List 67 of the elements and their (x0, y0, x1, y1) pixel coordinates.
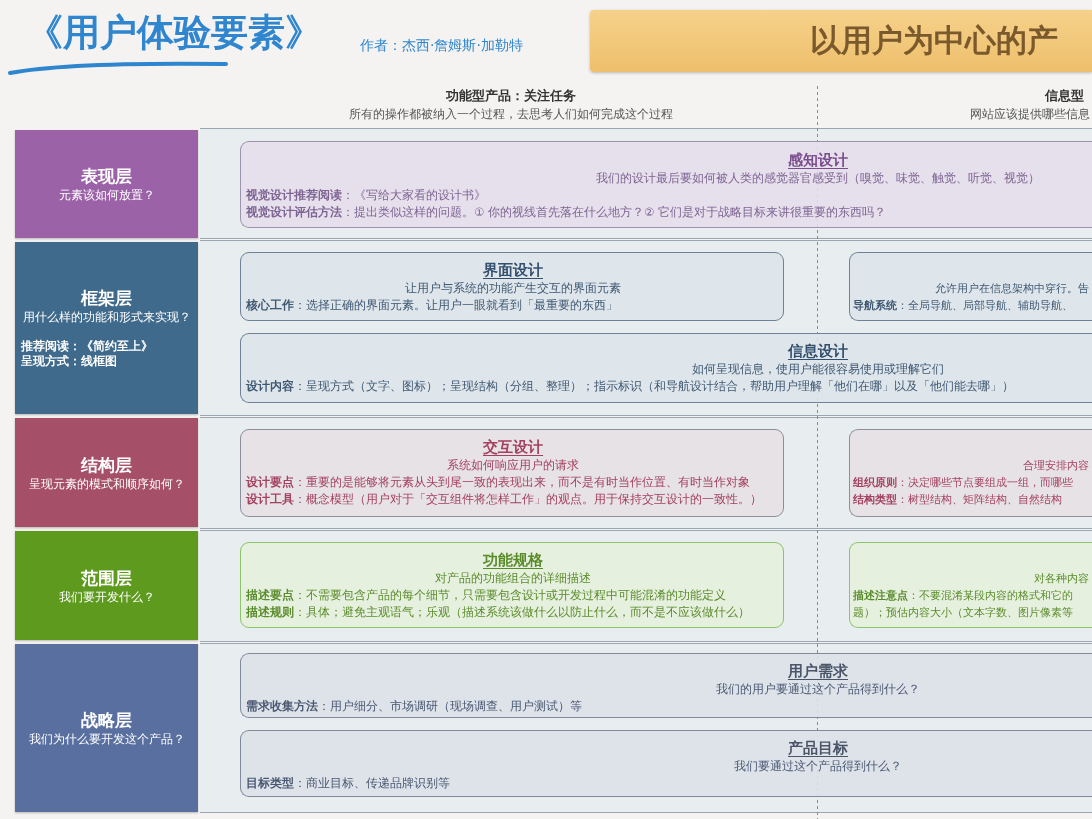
card-subtitle: 我们要通过这个产品得到什么？ (734, 758, 902, 775)
content-card (240, 141, 1092, 228)
banner (590, 10, 1092, 72)
content-card (240, 252, 784, 321)
content-card (240, 429, 784, 517)
column-subheading: 网站应该提供哪些信息 (970, 106, 1090, 122)
card-subtitle: 合理安排内容 (1023, 458, 1089, 473)
page-title: 《用户体验要素》 (26, 10, 322, 56)
card-note: 导航系统：全局导航、局部导航、辅助导航、 (853, 298, 1073, 313)
layer-question: 元素该如何放置？ (58, 187, 155, 203)
card-title: 用户需求 (788, 662, 848, 681)
card-subtitle: 如何呈现信息，使用户能很容易使用或理解它们 (692, 361, 944, 378)
card-subtitle: 让用户与系统的功能产生交互的界面元素 (405, 280, 621, 297)
card-note: 视觉设计推荐阅读：《写给大家看的设计书》 (246, 187, 486, 204)
card-note: 设计内容：呈现方式（文字、图标）；呈现结构（分组、整理）；指示标识（和导航设计结合，帮助用户理解「他们在哪」以及「他们能去哪」） (246, 378, 1014, 395)
card-subtitle: 我们的设计最后要如何被人类的感觉器官感受到（嗅觉、味觉、触觉、听觉、视觉） (596, 170, 1040, 187)
layer-title: 表现层 (81, 165, 132, 187)
layer-box (15, 242, 198, 414)
content-card (849, 252, 1092, 321)
column-subheading: 所有的操作都被纳入一个过程，去思考人们如何完成这个过程 (349, 106, 673, 122)
card-subtitle: 对各种内容 (1034, 571, 1089, 586)
content-card (849, 542, 1092, 628)
layer-box (15, 418, 198, 527)
card-title: 功能规格 (483, 551, 543, 570)
card-note: 描述要点：不需要包含产品的每个细节，只需要包含设计或开发过程中可能混淆的功能定义 (246, 587, 726, 604)
content-card (240, 542, 784, 628)
column-heading: 信息型 (1045, 87, 1084, 105)
layer-title: 战略层 (81, 709, 132, 731)
card-note: 描述注意点：不要混淆某段内容的格式和它的 (853, 588, 1073, 603)
reading-note: 推荐阅读：《简约至上》 (21, 339, 153, 354)
author-line: 作者：杰西·詹姆斯·加勒特 (360, 36, 523, 54)
layer-title: 范围层 (81, 566, 132, 589)
layer-question: 呈现元素的模式和顺序如何？ (28, 475, 185, 492)
banner-title: 以用户为中心的产 (810, 21, 1058, 60)
layer-box (15, 531, 198, 640)
layer-question: 我们为什么要开发这个产品？ (28, 731, 185, 747)
card-subtitle: 对产品的功能组合的详细描述 (435, 570, 591, 587)
card-note: 目标类型：商业目标、传递品牌识别等 (246, 775, 450, 792)
layer-box (15, 130, 198, 238)
content-card (240, 653, 1092, 718)
layer-question: 用什么样的功能和形式来实现？ (22, 309, 191, 325)
layer-question: 我们要开发什么？ (58, 588, 155, 605)
card-note: 视觉设计评估方法：提出类似这样的问题。① 你的视线首先落在什么地方？② 它们是对于战略目标来讲很重要的东西吗？ (246, 204, 886, 221)
layer-title: 框架层 (81, 287, 132, 309)
column-heading: 功能型产品：关注任务 (446, 87, 576, 105)
content-card (849, 429, 1092, 517)
card-note: 结构类型：树型结构、矩阵结构、自然结构 (853, 492, 1062, 507)
reading-note: 呈现方式：线框图 (21, 354, 117, 369)
layer-box (15, 644, 198, 812)
card-title: 产品目标 (788, 739, 848, 758)
content-card (240, 730, 1092, 797)
content-card (240, 333, 1092, 403)
card-note: 核心工作：选择正确的界面元素。让用户一眼就看到「最重要的东西」 (246, 297, 618, 314)
card-note: 设计要点：重要的是能够将元素从头到尾一致的表现出来，而不是有时当作位置、有时当作对象 (246, 474, 750, 491)
layer-title: 结构层 (81, 453, 132, 476)
card-subtitle: 系统如何响应用户的请求 (447, 457, 579, 474)
card-subtitle: 允许用户在信息架构中穿行。告 (935, 281, 1089, 296)
card-note: 需求收集方法：用户细分、市场调研（现场调查、用户测试）等 (246, 698, 582, 715)
card-title: 界面设计 (483, 261, 543, 280)
card-note: 组织原则：决定哪些节点要组成一组，而哪些 (853, 475, 1073, 490)
card-title: 信息设计 (788, 342, 848, 361)
card-title: 感知设计 (788, 151, 848, 170)
card-title: 交互设计 (483, 438, 543, 457)
card-note: 设计工具：概念模型（用户对于「交互组件将怎样工作」的观点。用于保持交互设计的一致性。） (246, 491, 762, 508)
card-note: 描述规则：具体；避免主观语气；乐观（描述系统该做什么以防止什么，而不是不应该做什么） (246, 604, 750, 621)
card-note: 题）；预估内容大小（文本字数、图片像素等 (853, 605, 1073, 620)
card-subtitle: 我们的用户要通过这个产品得到什么？ (716, 681, 920, 698)
